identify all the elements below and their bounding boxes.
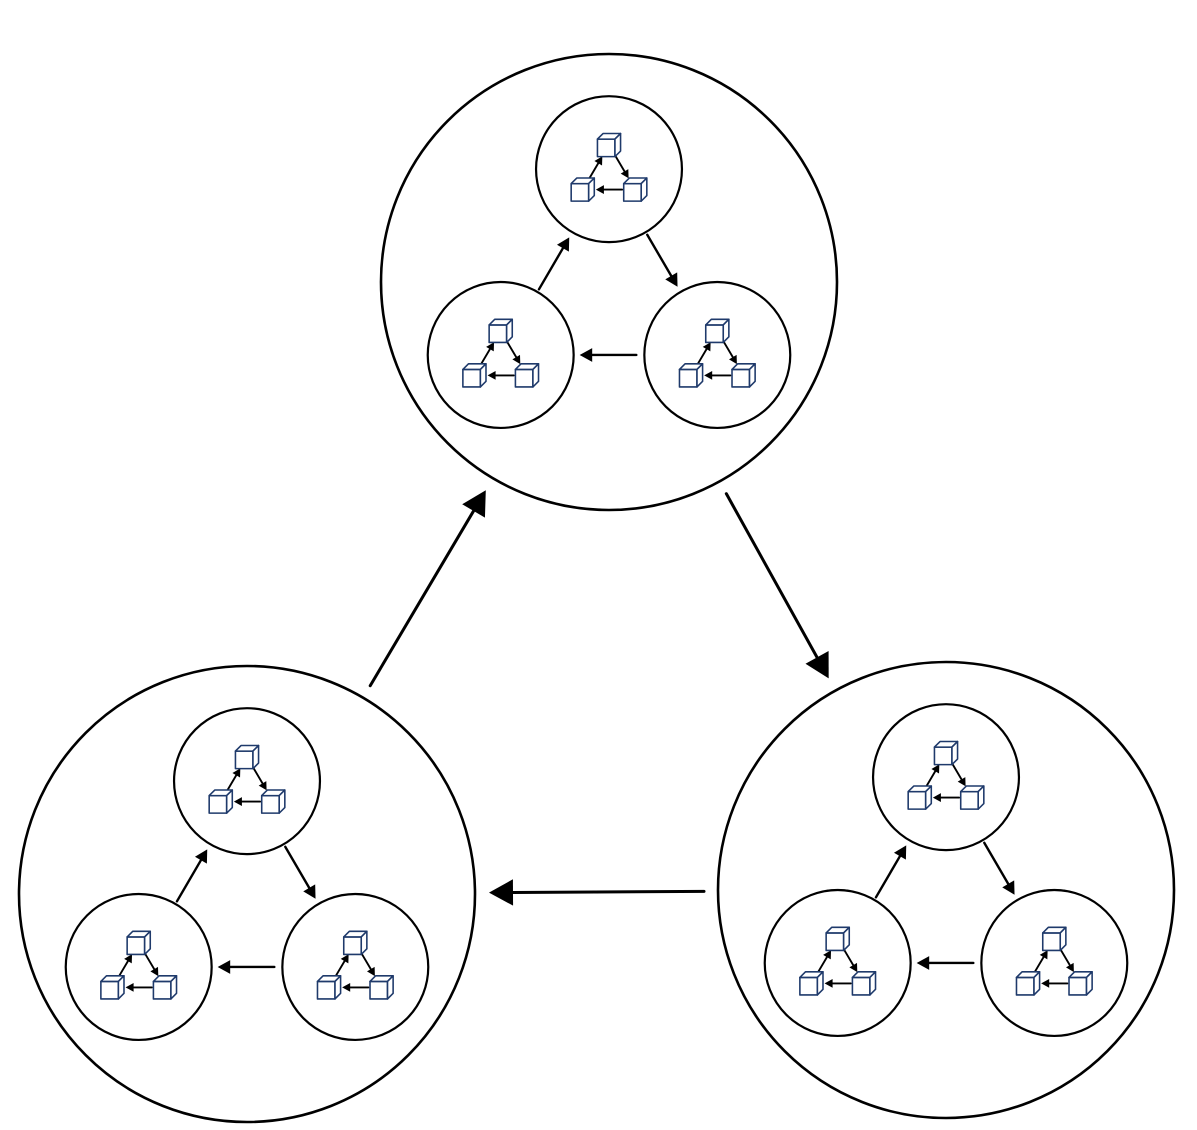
inner-arrow-top-to-right [614,155,629,179]
inner-arrow-right-to-left [342,982,370,992]
inner-arrow-left-to-top [480,342,495,366]
inner-arrow-left-to-top [925,764,940,788]
mid-arrow-left-to-top [874,845,907,899]
node-top [379,52,839,512]
inner-arrow-left-to-top [696,342,711,366]
cube-icon [514,363,540,388]
cube-icon [316,975,342,1000]
cube-icon [126,930,152,956]
inner-arrow-left-to-top [334,954,349,978]
mid-arrow-top-to-right [983,841,1015,895]
sub-node-right [980,888,1129,1038]
inner-arrow-top-to-right [843,949,858,973]
inner-arrow-top-to-right [506,341,521,365]
inner-arrow-top-to-right [144,953,159,977]
cube-icon [369,975,394,1000]
cube-icon [100,975,125,1000]
cube-icon [907,785,933,810]
cube-icon [825,926,851,952]
cube-icon [488,318,514,344]
cube-icon [731,363,756,388]
inner-arrow-top-to-right [723,341,737,365]
sub-node-left [426,280,575,430]
mid-arrow-right-to-left [579,348,638,362]
sub-node-top [534,95,684,244]
inner-arrow-right-to-left [595,185,624,194]
cube-icon [799,971,824,996]
inner-arrow-right-to-left [233,797,262,806]
mid-arrow-top-to-right [646,233,678,287]
inner-arrow-right-to-left [1041,978,1069,988]
cube-icon [234,744,260,770]
outer-arrow-left-to-top [368,490,486,688]
cube-icon [1068,971,1093,996]
node-left [17,664,477,1124]
sub-node-top [172,707,322,856]
cube-icon [342,930,368,956]
inner-arrow-right-to-left [824,978,852,988]
cube-icon [933,740,959,766]
inner-arrow-right-to-left [704,370,732,380]
inner-arrow-right-to-left [125,982,153,992]
inner-arrow-left-to-top [226,768,241,792]
mid-arrow-left-to-top [175,849,208,903]
cube-icon [704,318,730,344]
inner-arrow-left-to-top [817,950,832,974]
inner-arrow-top-to-right [361,953,375,977]
outer-arrow-right-to-left [488,879,706,906]
cube-icon [1015,971,1041,996]
mid-arrow-top-to-right [284,845,316,899]
cube-icon [208,789,234,814]
sub-node-left [64,892,213,1042]
sub-node-left [763,888,912,1038]
node-layer [17,52,1176,1124]
node-right [716,660,1176,1120]
inner-arrow-left-to-top [118,954,133,978]
arrow-layer [368,490,829,906]
cube-icon [959,785,985,810]
inner-arrow-right-to-left [487,370,515,380]
inner-arrow-top-to-right [951,763,966,787]
cube-icon [851,971,877,996]
cube-icon [622,177,648,202]
mid-arrow-left-to-top [537,237,570,291]
sub-node-right [643,280,792,430]
cube-icon [1041,926,1067,952]
inner-arrow-left-to-top [1033,950,1048,974]
mid-arrow-right-to-left [916,956,975,970]
cube-icon [152,975,178,1000]
outer-arrow-top-to-right [724,492,829,679]
cube-icon [596,132,622,158]
cube-icon [260,789,286,814]
inner-arrow-right-to-left [932,793,961,802]
inner-arrow-top-to-right [1060,949,1074,973]
inner-arrow-top-to-right [252,767,267,791]
cube-icon [678,363,704,388]
sub-node-top [871,703,1021,852]
cube-icon [570,177,596,202]
inner-arrow-left-to-top [588,156,603,180]
cube-icon [462,363,487,388]
sub-node-right [281,892,430,1042]
mid-arrow-right-to-left [217,960,276,974]
